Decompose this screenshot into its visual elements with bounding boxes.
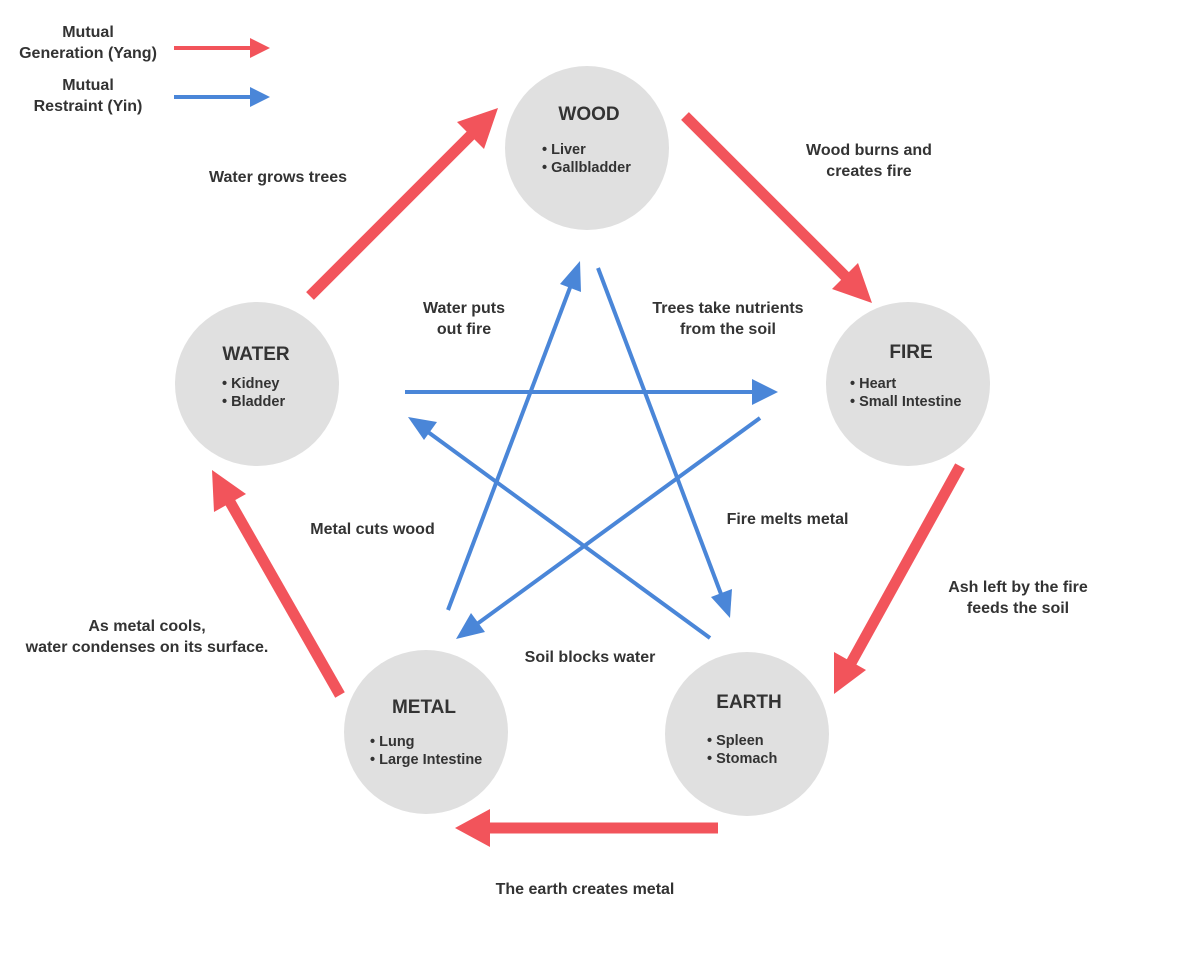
wood-name: WOOD [558, 104, 619, 125]
generation-arrow-wood-fire [681, 112, 872, 303]
water-name: WATER [222, 344, 289, 365]
restraint-label-metal-wood: Metal cuts wood [310, 521, 435, 538]
metal-name: METAL [392, 697, 456, 718]
legend-generation-label: Mutual Generation (Yang) [19, 24, 157, 62]
fire-organ-2: • Small Intestine [850, 394, 961, 410]
restraint-arrow-metal-wood [446, 261, 581, 611]
fire-circle [826, 302, 990, 466]
restraint-label-water-fire: Water puts out fire [422, 300, 506, 338]
generation-arrow-fire-earth [834, 463, 965, 694]
generation-label-water-wood: Water grows trees [208, 169, 348, 186]
wood-organ-2: • Gallbladder [542, 160, 631, 176]
restraint-arrow-earth-water [408, 417, 712, 640]
restraint-label-wood-earth: Trees take nutrients from the soil [652, 300, 804, 338]
generation-arrow-water-wood [306, 108, 498, 300]
restraint-arrow-water-fire [405, 379, 778, 405]
restraint-arrow-fire-metal [456, 416, 762, 639]
generation-arrow-metal-water [212, 470, 345, 698]
legend-generation-arrow [174, 38, 270, 58]
legend-restraint-arrow [174, 87, 270, 107]
generation-label-metal-water: As metal cools, water condenses on its s… [25, 618, 269, 656]
water-circle [175, 302, 339, 466]
earth-circle [665, 652, 829, 816]
water-organ-2: • Bladder [222, 394, 285, 410]
earth-organ-2: • Stomach [707, 751, 777, 767]
wood-circle [505, 66, 669, 230]
generation-label-earth-metal: The earth creates metal [495, 881, 675, 898]
earth-organ-1: • Spleen [707, 733, 764, 749]
restraint-label-earth-water: Soil blocks water [524, 649, 656, 666]
fire-name: FIRE [889, 342, 932, 363]
generation-label-fire-earth: Ash left by the fire feeds the soil [948, 579, 1088, 617]
generation-label-wood-fire: Wood burns and creates fire [806, 142, 932, 180]
wood-organ-1: • Liver [542, 142, 586, 158]
metal-circle [344, 650, 508, 814]
generation-arrow-earth-metal [455, 809, 718, 847]
restraint-arrow-wood-earth [596, 267, 732, 618]
water-organ-1: • Kidney [222, 376, 279, 392]
earth-name: EARTH [716, 692, 781, 713]
legend-restraint-label: Mutual Restraint (Yin) [33, 77, 143, 115]
metal-organ-1: • Lung [370, 734, 415, 750]
fire-organ-1: • Heart [850, 376, 896, 392]
restraint-label-fire-metal: Fire melts metal [726, 511, 849, 528]
metal-organ-2: • Large Intestine [370, 752, 482, 768]
